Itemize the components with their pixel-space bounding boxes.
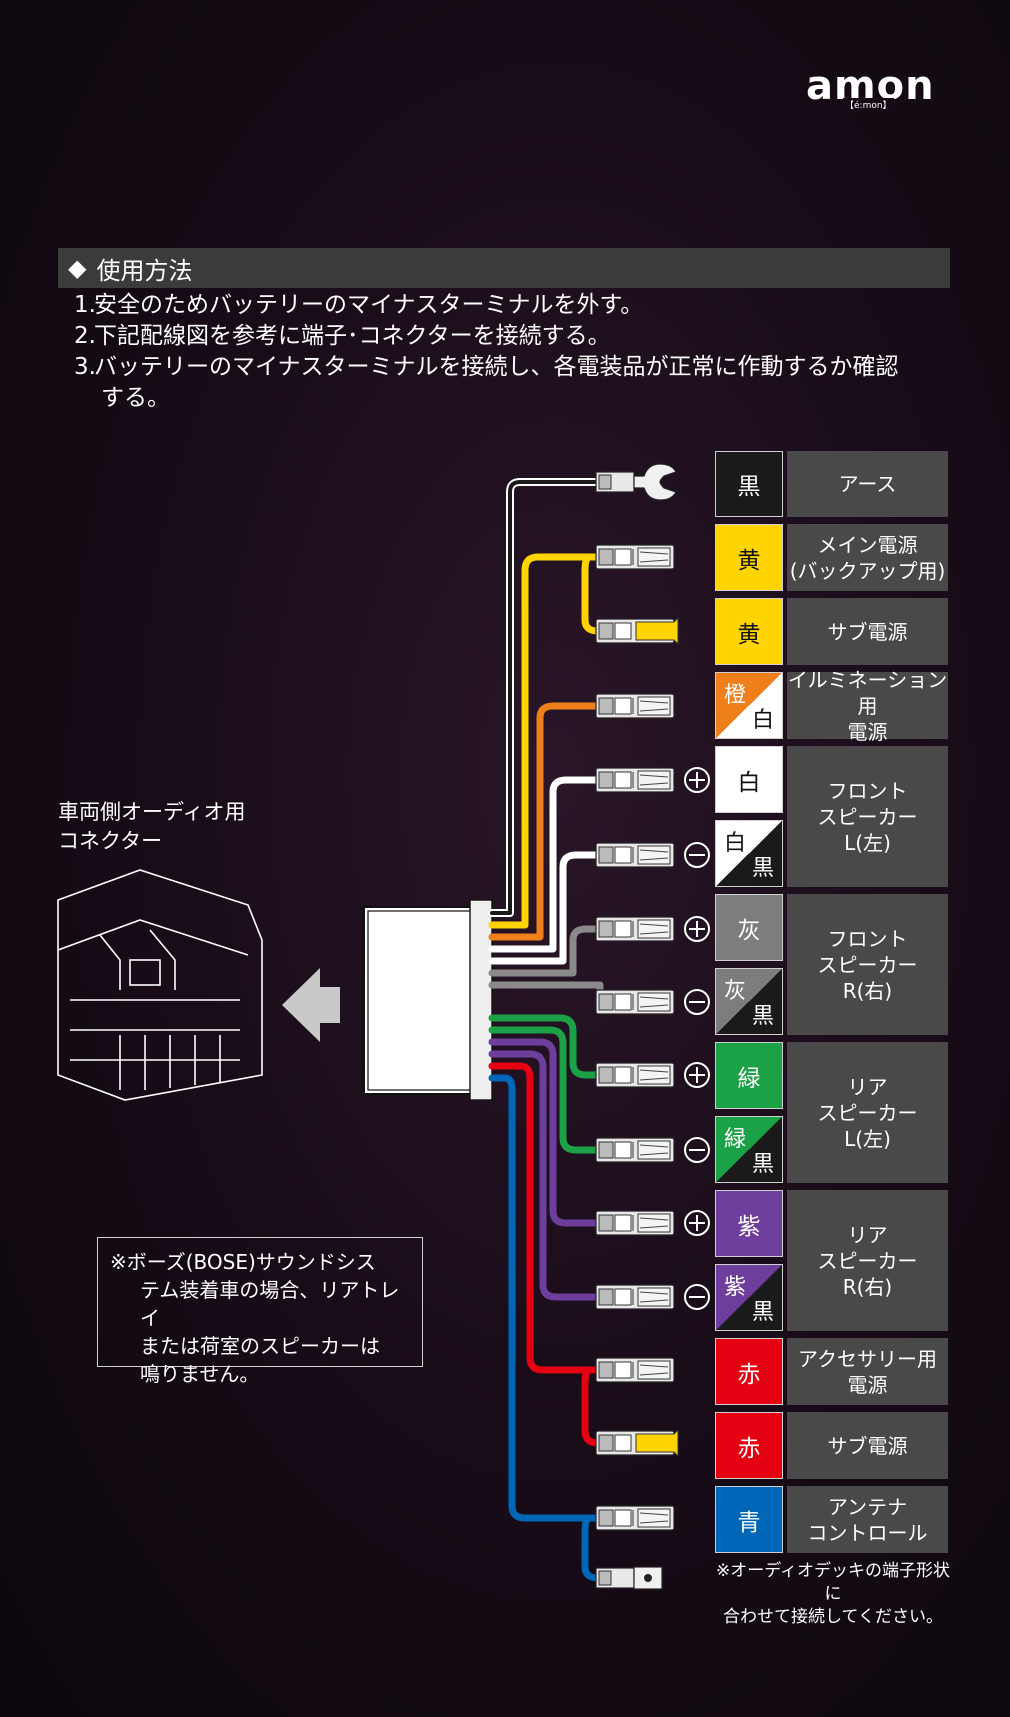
color-gray: 灰 xyxy=(715,894,783,961)
wire-blue-sub xyxy=(581,1514,604,1582)
section-header: ◆ 使用方法 xyxy=(58,248,950,288)
color-red-sub: 赤 xyxy=(715,1412,783,1479)
color-green-black: 緑 黒 xyxy=(715,1116,783,1183)
wire-purple xyxy=(488,1038,604,1227)
wire-orange xyxy=(488,702,604,941)
diamond-icon: ◆ xyxy=(68,254,87,282)
terminal-purple-black xyxy=(595,1284,675,1310)
vehicle-connector-label: 車両側オーディオ用 コネクター xyxy=(58,800,246,853)
terminal-gray xyxy=(595,916,675,942)
plus-icon xyxy=(684,916,710,942)
color-black: 黒 xyxy=(715,451,783,517)
terminal-white-black xyxy=(595,842,675,868)
terminal-yellow-main xyxy=(595,544,675,570)
color-green: 緑 xyxy=(715,1042,783,1109)
step-3-continued: する。 xyxy=(101,385,170,411)
label-illumination: イルミネーション用電源 xyxy=(787,667,948,744)
harness-connector xyxy=(363,899,493,1101)
wire-yellow-sub xyxy=(581,553,604,635)
wire-yellow xyxy=(488,553,604,929)
color-yellow: 黄 xyxy=(715,524,783,591)
bose-note: ※ボーズ(BOSE)サウンドシス テム装着車の場合、リアトレイ または荷室のスピ… xyxy=(97,1237,423,1386)
wire-red-sub xyxy=(581,1366,604,1447)
label-antenna: アンテナコントロール xyxy=(787,1486,948,1553)
terminal-shape-note: ※オーディオデッキの端子形状に 合わせて接続してください。 xyxy=(715,1561,951,1627)
wire-gray xyxy=(488,925,604,977)
terminal-green-black xyxy=(595,1137,675,1163)
wire-black-core xyxy=(490,480,602,915)
step-3: 3.バッテリーのマイナスターミナルを接続し、各電装品が正常に作動するか確認 xyxy=(74,354,899,380)
plus-icon xyxy=(684,1210,710,1236)
label-main-power: メイン電源(バックアップ用) xyxy=(787,524,948,591)
terminal-blue xyxy=(595,1505,675,1531)
minus-icon xyxy=(684,1137,710,1163)
section-title: 使用方法 xyxy=(96,256,193,285)
minus-icon xyxy=(684,989,710,1015)
terminal-group xyxy=(595,463,679,1590)
color-gray-black: 灰 黒 xyxy=(715,968,783,1035)
terminal-yellow-sub xyxy=(595,617,679,645)
wire-white xyxy=(488,776,604,953)
label-earth: アース xyxy=(787,451,948,517)
color-purple-black: 紫 黒 xyxy=(715,1264,783,1331)
plus-icon xyxy=(684,767,710,793)
minus-icon xyxy=(684,842,710,868)
color-purple: 紫 xyxy=(715,1190,783,1257)
wire-group xyxy=(488,478,604,1582)
amon-logo: amon 【é:mon】 xyxy=(806,64,956,114)
terminal-red-sub xyxy=(595,1429,679,1457)
vehicle-connector-drawing xyxy=(57,869,263,1101)
color-yellow-sub: 黄 xyxy=(715,598,783,665)
label-accessory: アクセサリー用電源 xyxy=(787,1338,948,1405)
wire-white-black xyxy=(488,851,604,965)
color-white: 白 xyxy=(715,746,783,813)
terminal-orange xyxy=(595,693,675,719)
terminal-red-acc xyxy=(595,1357,675,1383)
earth-terminal xyxy=(595,463,677,501)
label-sub-power-2: サブ電源 xyxy=(787,1412,948,1479)
plus-icon xyxy=(684,1062,710,1088)
wire-red xyxy=(488,1062,604,1374)
label-sub-power: サブ電源 xyxy=(787,598,948,665)
terminal-green xyxy=(595,1062,675,1088)
polarity-signs xyxy=(684,767,710,1310)
minus-icon xyxy=(684,1284,710,1310)
logo-tagline: 【é:mon】 xyxy=(843,98,894,111)
wire-green xyxy=(488,1014,604,1079)
step-2: 2.下記配線図を参考に端子･コネクターを接続する。 xyxy=(74,323,611,349)
color-red: 赤 xyxy=(715,1338,783,1405)
instruction-steps: 1.安全のためバッテリーのマイナスターミナルを外す。 2.下記配線図を参考に端子… xyxy=(74,290,964,414)
wire-gray-black xyxy=(488,981,604,1006)
wire-purple-black xyxy=(488,1050,604,1301)
color-orange-white: 橙 白 xyxy=(715,672,783,739)
wire-blue xyxy=(488,1074,604,1522)
wire-green-black xyxy=(488,1026,604,1154)
terminal-blue-flat xyxy=(595,1566,663,1590)
terminal-purple xyxy=(595,1210,675,1236)
step-1: 1.安全のためバッテリーのマイナスターミナルを外す。 xyxy=(74,292,644,318)
terminal-gray-black xyxy=(595,989,675,1015)
color-blue: 青 xyxy=(715,1486,783,1553)
color-white-black: 白 黒 xyxy=(715,820,783,887)
left-arrow-icon xyxy=(282,968,340,1042)
terminal-white xyxy=(595,767,675,793)
